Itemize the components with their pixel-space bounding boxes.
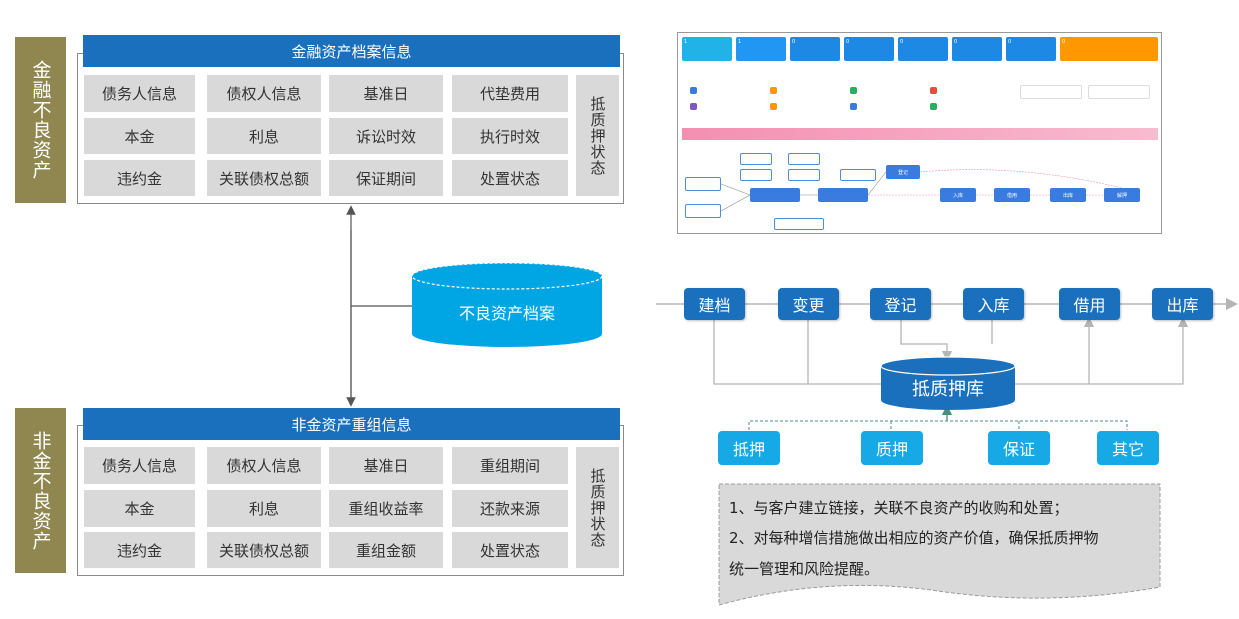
screenshot-quick-entry [688,83,988,113]
flow-step-outbound: 出库 [1152,288,1213,320]
app-screenshot-thumbnail: 1 1 0 0 0 0 0 0 登记 入库 借用 出库 解押 [677,32,1162,234]
screenshot-flow-box: 解押 [1104,188,1140,202]
screenshot-kpi-card: 0 [1006,37,1056,61]
finance-cell: 违约金 [84,160,195,196]
screenshot-flow-node [818,188,868,202]
nonfinance-title: 非金资产重组信息 [83,408,620,440]
nonfinance-cell: 基准日 [329,447,443,484]
finance-cell: 债务人信息 [84,75,195,112]
screenshot-entry-icon [850,103,857,110]
collateral-mortgage: 抵押 [718,431,780,465]
nonfinance-status-cell: 抵质押状态 [576,447,619,568]
nonfinance-cell: 处置状态 [452,532,568,568]
screenshot-flow-node [740,169,772,181]
flow-step-register: 登记 [870,288,931,320]
screenshot-kpi-card: 0 [952,37,1002,61]
screenshot-entry-icon [690,103,697,110]
screenshot-flow-node [740,153,772,165]
nonfinance-cell: 债务人信息 [84,447,195,484]
screenshot-kpi-card: 1 [682,37,732,61]
finance-cell: 执行时效 [452,118,568,154]
screenshot-flow-box: 入库 [940,188,976,202]
finance-side-label: 金融不良资产 [15,37,66,203]
screenshot-flow-box: 借用 [994,188,1030,202]
finance-cell: 利息 [207,118,321,154]
archive-db-cylinder [411,262,603,347]
screenshot-kpi-card: 0 [844,37,894,61]
finance-cell: 基准日 [329,75,443,112]
nonfinance-side-label: 非金不良资产 [15,408,66,573]
screenshot-flow-node [788,153,820,165]
screenshot-entry-icon [850,87,857,94]
screenshot-kpi-card: 0 [898,37,948,61]
screenshot-action-btn [1020,85,1082,99]
finance-cell: 诉讼时效 [329,118,443,154]
note-line-1: 1、与客户建立链接，关联不良资产的收购和处置； [729,499,1069,517]
archive-db-label: 不良资产档案 [458,304,555,323]
screenshot-action-btn [1088,85,1150,99]
screenshot-section-banner [682,128,1158,140]
finance-title: 金融资产档案信息 [83,35,620,67]
finance-cell: 关联债权总额 [207,160,321,196]
nonfinance-cell: 重组金额 [329,532,443,568]
screenshot-flow-box: 出库 [1050,188,1086,202]
screenshot-kpi-card: 0 [790,37,840,61]
nonfinance-cell: 本金 [84,490,195,527]
screenshot-flow-box: 登记 [886,165,920,179]
screenshot-flow-node [685,177,721,191]
note-line-3: 统一管理和风险提醒。 [729,560,880,578]
nonfinance-cell: 利息 [207,490,321,527]
screenshot-flow-node [685,204,721,218]
collateral-pledge: 质押 [861,431,923,465]
screenshot-flow-node [774,218,824,230]
flow-step-borrow: 借用 [1059,288,1120,320]
collateral-guarantee: 保证 [988,431,1050,465]
screenshot-entry-icon [930,103,937,110]
collateral-other: 其它 [1097,431,1159,465]
finance-cell: 处置状态 [452,160,568,196]
screenshot-entry-icon [770,87,777,94]
warehouse-label: 抵质押库 [912,379,984,400]
flow-step-create: 建档 [684,288,745,320]
flow-step-store: 入库 [963,288,1024,320]
note-line-2: 2、对每种增信措施做出相应的资产价值，确保抵质押物 [729,529,1099,547]
screenshot-entry-icon [690,87,697,94]
screenshot-flow-node [840,169,876,181]
warehouse-cylinder [880,356,1016,410]
flow-step-change: 变更 [778,288,839,320]
finance-cell: 保证期间 [329,160,443,196]
screenshot-entry-icon [770,103,777,110]
screenshot-kpi-row: 1 1 0 0 0 0 0 0 [682,37,1158,63]
screenshot-flow-node [788,169,820,181]
screenshot-flow-lines [720,169,1123,212]
nonfinance-cell: 关联债权总额 [207,532,321,568]
note-box-shape [718,483,1161,606]
finance-status-cell: 抵质押状态 [576,75,619,196]
screenshot-entry-icon [930,87,937,94]
finance-cell: 债权人信息 [207,75,321,112]
screenshot-kpi-card: 0 [1060,37,1158,61]
finance-cell: 本金 [84,118,195,154]
nonfinance-cell: 违约金 [84,532,195,568]
nonfinance-cell: 债权人信息 [207,447,321,484]
screenshot-kpi-card: 1 [736,37,786,61]
nonfinance-cell: 重组期间 [452,447,568,484]
finance-cell: 代垫费用 [452,75,568,112]
screenshot-flow-node [750,188,800,202]
nonfinance-cell: 重组收益率 [329,490,443,527]
nonfinance-cell: 还款来源 [452,490,568,527]
